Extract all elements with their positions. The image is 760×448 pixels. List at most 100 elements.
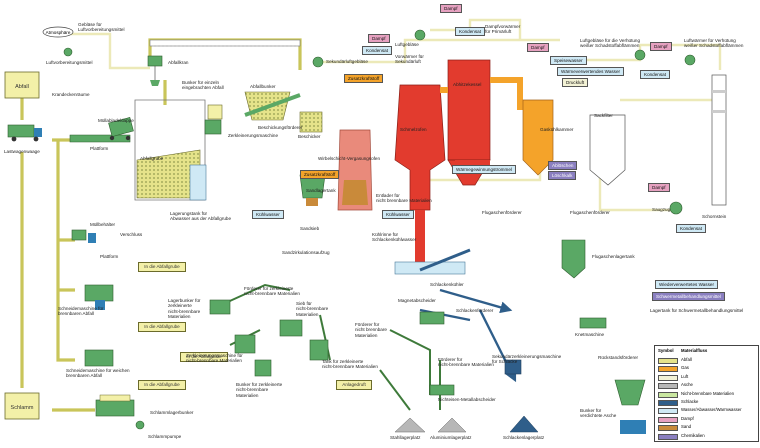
legend-swatch <box>658 400 678 406</box>
sieb-nb <box>279 319 303 337</box>
speisewasser-tag: Speisewasser <box>550 56 587 65</box>
dampf-tag-4: Dampf <box>650 42 672 51</box>
kondensat-tag-2: Kondensat <box>362 46 392 55</box>
legend-swatch <box>658 358 678 364</box>
rueckstandsfoerd-label: Rückstandsförderer <box>598 355 639 360</box>
verschluss-label: Verschluss <box>120 232 143 237</box>
sackfilter <box>589 114 626 186</box>
lagerungstank-abwasser <box>189 164 207 201</box>
legend-item: Asche <box>658 381 756 390</box>
schlacken-pile <box>509 415 539 433</box>
foerderer-nb-label: Förderer für nicht brennbare Materialien <box>355 322 387 338</box>
zerkleinerung-label: Zerkleinerungsmaschine <box>228 133 279 138</box>
legend-swatch <box>658 374 678 381</box>
bunker-asche <box>614 379 646 434</box>
wiederverw-wasser-tag: Wiederverwertetes Wasser <box>655 280 718 289</box>
bunker-zerkl-label: Bunker für zerkleinerte nicht-brennbare … <box>236 382 283 398</box>
abfallkran-icon <box>147 55 163 86</box>
muell-klappe-label: Müllabladeklappe <box>98 118 134 123</box>
legend-item: Sand <box>658 423 756 432</box>
beschicker <box>299 111 323 133</box>
zerkl-nb <box>234 334 256 354</box>
beschicker-label: Beschicker <box>298 134 321 139</box>
gaskuehlkammer-label: Gaskühlkammer <box>540 127 574 132</box>
muellbehaelter-label: Müllbehälter <box>90 222 116 227</box>
lagerbunker-zerkl-label: Lagerbunker für zerkleinerte nicht-brenn… <box>168 298 201 320</box>
sandlagertank-label: Sandlagertank <box>306 188 336 193</box>
schneider-weich-label: Schneidemaschine für weichen brennbaren … <box>66 368 130 379</box>
druckluft-tag: Druckluft <box>562 78 589 87</box>
plattform2-label: Plattform <box>100 254 119 259</box>
dampfvorwaermer-label: Dampfvorwärmer für Primärluft <box>485 24 521 35</box>
schwermetall-mittel-tag: Schwermetallbehandlungsmittel <box>652 292 725 301</box>
atmosphaere-label: Atmosphäre <box>46 30 71 35</box>
tank-zerkl-label: Tank für zerkleinerte nicht-brennbare Ma… <box>322 359 378 370</box>
luftwaermer-icon <box>684 54 696 66</box>
gas-duct <box>440 77 523 110</box>
knetmaschine-label: Knetmaschine <box>575 332 605 337</box>
flugaschenlagertank-label: Flugaschenlagertank <box>592 254 635 259</box>
legend-label: Gas <box>681 365 689 371</box>
schlammpumpe-label: Schlammpumpe <box>148 434 182 439</box>
kondensat-tag-1: Kondensat <box>455 27 485 36</box>
zusatzkraftstoff-tag-2: Zusatzkraftstoff <box>300 170 340 179</box>
legend-item: Chemikalien <box>658 432 756 440</box>
waermegew-tag: Wärmegewinnungstrommel <box>452 165 516 174</box>
gaskuehlkammer <box>522 99 554 176</box>
kuehlwasser-tag-2: Kühlwasser <box>382 210 414 219</box>
schlackenlagerplatz-label: Schlackenlagerplatz <box>503 435 545 440</box>
lagertank-schwer-label: Lagertank für Schwermetallbehandlungsmit… <box>650 308 744 313</box>
muellbehaelter-icon <box>71 229 96 243</box>
legend-item: Abfall <box>658 356 756 364</box>
dampf-tag-1: Dampf <box>440 4 462 13</box>
abloeschen-tag: Ablöschen <box>548 161 578 170</box>
saugzug-icon <box>669 201 683 215</box>
luftgeblaese-label: Luftgebläse <box>395 42 419 47</box>
stahllagerplatz-pile <box>394 417 426 433</box>
abhitzekessel-label: Abhitzekessel <box>453 82 482 87</box>
legend-swatch <box>658 416 678 423</box>
schlackenfoerderer-label: Schlackenförderer <box>456 308 494 313</box>
schmelzofen <box>394 84 446 270</box>
legend-label: Chemikalien <box>681 432 705 438</box>
wirbelschicht-label: Wirbelschicht-Vergasungsofen <box>318 156 381 161</box>
sekundaerzerkl <box>504 359 522 375</box>
saugzug-label: Saugzug <box>652 207 671 212</box>
foerderer-nb2-label: Förderer für nicht-brennbare Materialien <box>438 357 494 368</box>
legend-label: Luft <box>681 373 689 379</box>
magnetabscheider <box>419 311 445 325</box>
in-abfallgrube-3: In die Abfallgrube <box>138 380 186 390</box>
legend-label: Nicht-brennbare Materialien <box>681 390 735 396</box>
abfall-label: Abfall <box>15 84 29 90</box>
magnetabscheider-label: Magnetabscheider <box>398 298 436 303</box>
flugasche-foerd1-label: Flugaschenförderer <box>482 210 522 215</box>
bunker-zerkl <box>254 359 272 377</box>
dampf-tag-5: Dampf <box>648 183 670 192</box>
nichteisen <box>429 384 455 396</box>
schneider-weich-icon <box>84 349 114 367</box>
krandeck-label: Krandeckenräume <box>52 92 90 97</box>
lagerbunker-zerkl <box>209 299 231 315</box>
nichteisen-label: Nichteisen-Metallabscheider <box>438 397 496 402</box>
schlammlager-label: Schlammlagerbunker <box>150 410 194 415</box>
legend-label: Schlacke <box>681 399 699 404</box>
luftgeblaese-icon <box>414 29 426 41</box>
schmelzofen-label: Schmelzofen <box>400 127 427 132</box>
schlammlagerbunker <box>95 394 145 430</box>
aluminium-pile <box>437 417 467 433</box>
luftwaermer-label: Luftwärmer für Verhütung weißer Schadsto… <box>684 38 744 49</box>
lastwagenwaage-label: Lastwagenwaage <box>4 149 40 154</box>
geblaese-luft-label: Gebläse für Luftvorbereitungsmittel <box>78 22 125 33</box>
sieb-nb-label: Sieb für nicht-brennbare Materialien <box>296 301 329 317</box>
schneidemaschine-label: Schneidemaschine für brennbaren Abfall <box>58 306 104 317</box>
abfallgrube-pit <box>134 99 206 201</box>
legend-swatch <box>658 391 678 398</box>
aluminium-label: Aluminiumlagerplatz <box>430 435 472 440</box>
tank-zerkl <box>309 339 329 361</box>
kuehlwasser-tag-1: Kühlwasser <box>252 210 284 219</box>
in-abfallgrube-1: In die Abfallgrube <box>138 262 186 272</box>
flugaschenlagertank <box>561 239 586 279</box>
bunker-asche-label: Bunker für verdichtete Asche <box>580 408 617 419</box>
legend-flow-header: Materialfluss <box>681 348 708 353</box>
